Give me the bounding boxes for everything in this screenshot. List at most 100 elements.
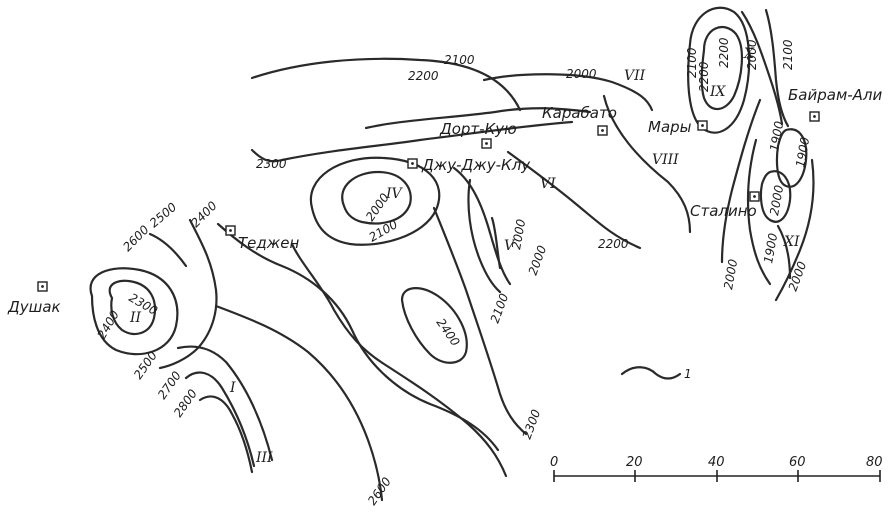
scale-tick-label: 0 — [550, 455, 558, 470]
zone-label: II — [129, 310, 142, 326]
zone-label: X — [743, 46, 755, 62]
contour-line — [740, 10, 784, 126]
contour-line — [506, 150, 642, 250]
contour-label: 1900 — [761, 232, 780, 265]
town-marker-dot — [485, 142, 488, 145]
contour-label: 2400 — [434, 316, 463, 349]
town-mary: Мары — [648, 118, 708, 136]
contour-line — [774, 158, 815, 302]
contour-line — [176, 345, 274, 462]
contour-label: 2300 — [520, 407, 544, 441]
town-marker-dot — [411, 162, 414, 165]
zone-numerals: I II III IV V VI VII VIII IX X XI — [129, 46, 800, 466]
town-marker-dot — [229, 229, 232, 232]
contour-line — [184, 371, 256, 468]
zone-label: IX — [709, 84, 727, 100]
contour-line — [720, 98, 762, 264]
contour-line — [309, 156, 441, 246]
contour-line — [776, 224, 792, 280]
contour-label: 2100 — [685, 47, 699, 78]
contour-label: 1900 — [767, 120, 786, 153]
town-name: Байрам-Али — [788, 86, 883, 104]
contour-line — [467, 178, 502, 294]
contour-line — [602, 94, 692, 234]
town-name: Дорт-Кую — [439, 120, 517, 138]
legend-key: 1 — [684, 367, 692, 381]
town-marker-dot — [41, 285, 44, 288]
contour-label: 2000 — [721, 258, 740, 291]
contour-line — [214, 304, 384, 502]
contour-line — [108, 279, 157, 336]
contour-line — [250, 57, 522, 112]
contour-label: 2200 — [598, 237, 629, 251]
contour-line — [400, 287, 468, 364]
contour-line — [158, 218, 218, 370]
contour-line — [290, 242, 508, 478]
town-name: Теджен — [238, 234, 300, 252]
scale-tick-label: 20 — [626, 455, 643, 470]
contour-line — [746, 138, 772, 286]
zone-label: VIII — [652, 152, 679, 168]
contour-labels: 2100 2200 2300 2000 2200 2100 2000 2200 … — [94, 37, 812, 508]
town-name: Душак — [7, 298, 61, 316]
town-karabato: Карабато — [542, 104, 617, 136]
contour-label: 2100 — [781, 39, 795, 70]
town-marker-dot — [601, 129, 604, 132]
contour-label: 2100 — [444, 53, 475, 67]
contour-label: 2100 — [488, 291, 512, 325]
contour-label: 2600 — [365, 474, 394, 507]
contour-lines — [89, 6, 815, 502]
town-name: Джу-Джу-Клу — [421, 156, 531, 174]
town-stalino: Сталино — [690, 191, 760, 220]
contour-label: 2000 — [526, 243, 550, 277]
town-tedzhen: Теджен — [225, 225, 300, 252]
zone-label: VI — [540, 176, 556, 192]
contour-label: 2600 — [120, 222, 152, 254]
town-dort-kuyu: Дорт-Кую — [439, 120, 517, 149]
zone-label: IV — [385, 186, 404, 202]
contour-line — [341, 170, 412, 225]
town-marker-dot — [753, 195, 756, 198]
contour-line — [452, 166, 512, 286]
contour-line — [148, 232, 188, 268]
town-marker-dot — [701, 124, 704, 127]
contour-line — [432, 206, 528, 436]
contour-label: 2300 — [256, 157, 287, 171]
contour-label: 2000 — [509, 218, 528, 251]
contour-line — [775, 128, 808, 188]
zone-label: XI — [783, 234, 800, 250]
contour-label: 2200 — [717, 37, 731, 68]
contour-line — [250, 120, 574, 163]
contour-line — [364, 107, 592, 130]
contour-label: 2200 — [408, 69, 439, 83]
scale-bar: 0 20 40 60 80 — [550, 455, 883, 482]
zone-label: VII — [624, 68, 646, 84]
scale-tick-label: 40 — [708, 455, 725, 470]
towns: Душак Теджен Джу-Джу-Клу Дорт-Кую Караба… — [7, 86, 883, 316]
town-name: Сталино — [690, 202, 757, 220]
contour-line — [482, 73, 654, 112]
contour-line — [700, 26, 744, 111]
town-bayram-ali: Байрам-Али — [788, 86, 883, 122]
town-dzhu-dzhu-klu: Джу-Джу-Клу — [407, 156, 531, 174]
contour-line — [490, 216, 502, 270]
town-name: Мары — [648, 118, 692, 136]
scale-tick-label: 60 — [789, 455, 806, 470]
contour-label: 2400 — [188, 198, 220, 230]
town-marker-dot — [813, 115, 816, 118]
contour-label: 2800 — [171, 386, 200, 419]
zone-label: I — [229, 380, 236, 396]
contour-label: 2000 — [566, 67, 597, 81]
scale-tick-label: 80 — [866, 455, 883, 470]
contour-label: 1900 — [793, 136, 812, 169]
contour-line — [89, 267, 179, 356]
legend-isoline-icon — [620, 366, 682, 380]
contour-label: 2200 — [697, 61, 711, 92]
contour-line — [764, 8, 790, 128]
contour-line — [687, 6, 751, 134]
contour-label: 2700 — [155, 368, 184, 401]
contour-line — [198, 395, 254, 474]
contour-label: 2000 — [745, 39, 759, 70]
